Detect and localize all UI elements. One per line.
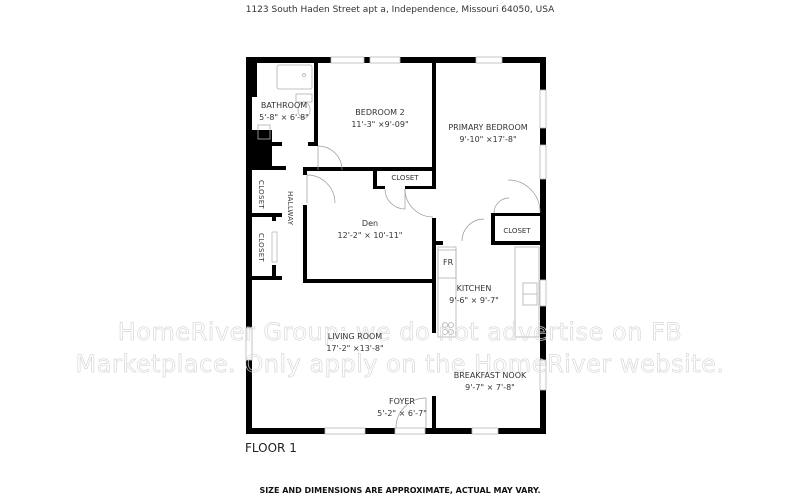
room-den: Den 12'-2" × 10'-11" — [320, 218, 420, 242]
room-name: FOYER — [389, 397, 415, 406]
room-dims: 11'-3" ×9'-09" — [351, 120, 409, 129]
room-dims: 9'-7" × 7'-8" — [465, 383, 515, 392]
room-name: Den — [361, 219, 379, 228]
room-dims: 9'-10" ×17'-8" — [459, 135, 517, 144]
room-dims: 17'-2" ×13'-8" — [326, 344, 384, 353]
room-name: BATHROOM — [260, 101, 308, 110]
interior-walls — [252, 57, 546, 434]
room-bedroom-2: BEDROOM 2 11'-3" ×9'-09" — [330, 107, 430, 131]
disclaimer: SIZE AND DIMENSIONS ARE APPROXIMATE, ACT… — [259, 486, 541, 495]
room-name: BEDROOM 2 — [355, 108, 405, 117]
room-dims: 9'-6" × 9'-7" — [449, 296, 499, 305]
windows — [245, 56, 547, 435]
fridge-label: FR — [443, 258, 454, 267]
room-primary-bedroom: PRIMARY BEDROOM 9'-10" ×17'-8" — [436, 122, 540, 146]
room-living-room: LIVING ROOM 17'-2" ×13'-8" — [300, 331, 410, 355]
property-address: 1123 South Haden Street apt a, Independe… — [245, 5, 555, 15]
room-dims: 5'-8" × 6'-8" — [259, 113, 309, 122]
room-kitchen: KITCHEN 9'-6" × 9'-7" — [436, 283, 512, 307]
watermark-line-2: Marketplace. Only apply on the HomeRiver… — [75, 350, 725, 379]
room-name: LIVING ROOM — [327, 332, 383, 341]
room-name: PRIMARY BEDROOM — [448, 123, 528, 132]
room-name: BREAKFAST NOOK — [453, 371, 527, 380]
room-dims: 5'-2" × 6'-7" — [377, 409, 427, 418]
doors — [306, 145, 541, 429]
hallway-label: HALLWAY — [286, 191, 294, 226]
room-foyer: FOYER 5'-2" × 6'-7" — [364, 396, 440, 420]
room-name: KITCHEN — [456, 284, 492, 293]
fixtures — [257, 64, 540, 338]
watermark-line-1: HomeRiver Group: we do not advertise on … — [117, 318, 683, 347]
closet-primary-label: CLOSET — [503, 227, 531, 235]
room-breakfast-nook: BREAKFAST NOOK 9'-7" × 7'-8" — [440, 370, 540, 394]
closet-hall-1-label: CLOSET — [257, 180, 265, 209]
room-dims: 12'-2" × 10'-11" — [337, 231, 403, 240]
floor-label: FLOOR 1 — [245, 441, 297, 455]
room-bathroom: BATHROOM 5'-8" × 6'-8" — [254, 100, 314, 124]
closet-den-label: CLOSET — [391, 174, 419, 182]
closet-hall-2-label: CLOSET — [257, 233, 265, 262]
